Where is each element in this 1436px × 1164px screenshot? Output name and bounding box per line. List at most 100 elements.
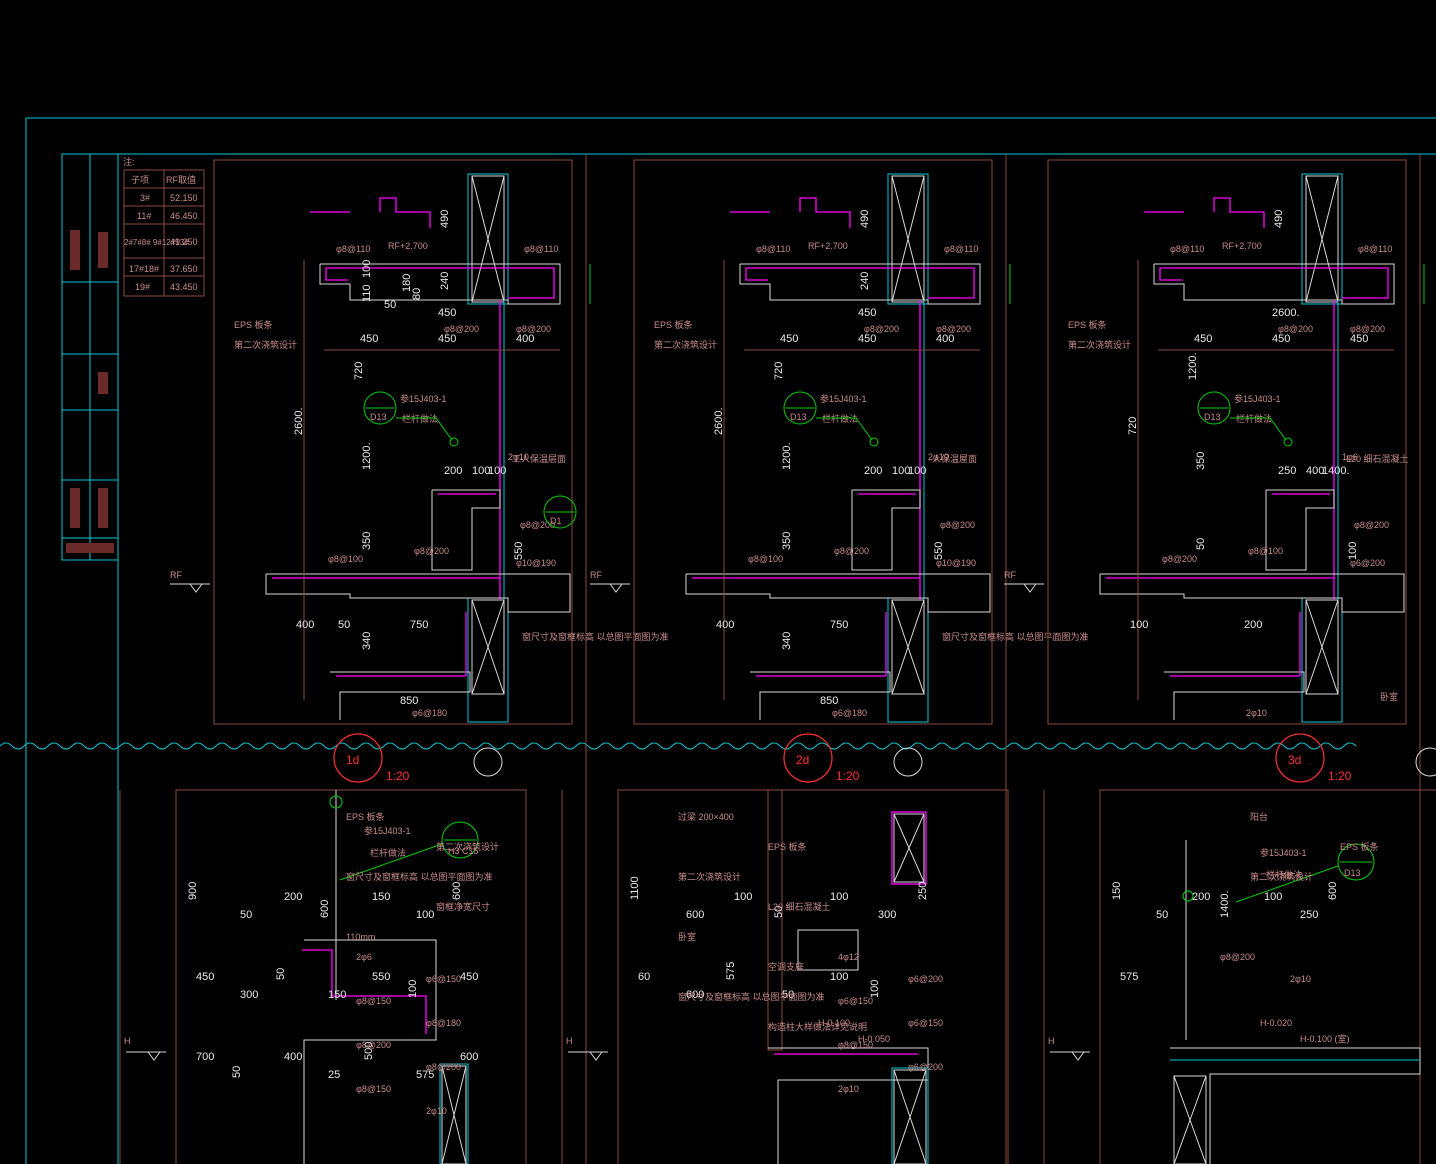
dimension-label: 2600.: [713, 407, 725, 435]
column-cross: [893, 1069, 927, 1164]
detail-frame: [1047, 159, 1407, 725]
rebar-label: φ8@100: [328, 554, 363, 564]
callout-leader: [1235, 865, 1339, 903]
dimension-label: 600: [319, 900, 331, 918]
column-cross: [1305, 175, 1339, 303]
dimension-label: 400: [516, 333, 534, 345]
column-section: [1173, 1075, 1207, 1164]
dimension-label: 450: [858, 307, 876, 319]
lower-beam-outline: [1164, 671, 1305, 720]
parapet-mark: [379, 197, 431, 228]
dimension-label: 490: [859, 210, 871, 228]
dimension-label: 1400.: [1219, 890, 1231, 918]
dimension-label: 575: [725, 962, 737, 980]
dimension-label: 50: [240, 909, 252, 921]
annotation-label: 阳台: [1250, 811, 1268, 822]
wall-section: [767, 789, 783, 1051]
rebar-label: φ6@180: [412, 708, 447, 718]
dimension-label: 1200.: [361, 442, 373, 470]
column-cross: [891, 175, 925, 303]
level-marker: [189, 583, 203, 593]
dimension-label: 850: [400, 695, 418, 707]
rebar-label: φ10@190: [936, 558, 976, 568]
dimension-label: 50: [275, 968, 287, 980]
dimension-label: 1200.: [781, 442, 793, 470]
level-label: RF: [590, 570, 602, 580]
notes-cell: 19#: [135, 282, 150, 292]
rebar-line: [745, 268, 768, 281]
notes-header-subitem: 子项: [131, 175, 149, 185]
rebar-label: φ8@150: [838, 1040, 873, 1050]
notes-cell: 3#: [140, 193, 150, 203]
slab-outline: [265, 573, 571, 613]
dimension-label: 400: [296, 619, 314, 631]
callout-leader: [396, 417, 453, 441]
annotation-label: 窗尺寸及窗框标高 以总图平面图为准: [942, 631, 1089, 642]
dimension-label: 150: [372, 891, 390, 903]
dimension-label: 100: [416, 909, 434, 921]
rebar-label: 1φ6: [1342, 452, 1358, 462]
dimension-label: 400: [936, 333, 954, 345]
notes-cell: 46.450: [170, 211, 198, 221]
dimension-label: 900: [187, 882, 199, 900]
annotation-label: 构造柱大样做法详见说明: [768, 1021, 867, 1032]
callout-anchor: [1283, 437, 1293, 447]
rebar-label: 2φ10: [426, 1106, 447, 1116]
slab-outline: [768, 1047, 929, 1164]
annotation-label: 人保温屋面: [932, 453, 977, 464]
dimension-label: 700: [196, 1051, 214, 1063]
dimension-label: 100: [407, 980, 419, 998]
callout-leader: [816, 417, 873, 441]
callout-text: 栏杆做法: [1266, 869, 1302, 880]
dimension-label: 200: [1192, 891, 1210, 903]
rebar-label: φ6@180: [832, 708, 867, 718]
detail-number-circle: [333, 733, 383, 783]
roof-beam-outline: [319, 263, 561, 305]
rebar-label: φ8@200: [834, 546, 869, 556]
rebar-label: 2φ10: [838, 1084, 859, 1094]
rebar-label: φ8@200: [864, 324, 899, 334]
dimension-label: 50: [384, 299, 396, 311]
column-outline: [439, 1063, 469, 1164]
dimension-label: 250: [1278, 465, 1296, 477]
dimension-label: 600: [460, 1051, 478, 1063]
rebar-label: 4φ12: [838, 952, 859, 962]
rebar-label: φ8@110: [1170, 244, 1204, 254]
annotation-label: 窗尺寸及窗框标高 以总图平面图为准: [522, 631, 669, 642]
dimension-label: 100: [1264, 891, 1282, 903]
dimension-label: 150: [328, 989, 346, 1001]
callout-tag: D13: [790, 412, 807, 422]
callout-tag: D13: [1204, 412, 1221, 422]
dimension-label: 500: [363, 1042, 375, 1060]
detail-number: 3d: [1288, 753, 1301, 767]
annotation-label: EPS 板条: [1340, 841, 1379, 852]
rebar-label: φ8@200: [1350, 324, 1385, 334]
notes-cell: 49.250: [170, 237, 198, 247]
dimension-label: 350: [361, 532, 373, 550]
parapet-mark: [1213, 197, 1265, 228]
detail-panel-bottom-2[interactable]: H11006001005010030025060600575501001004φ…: [561, 789, 1009, 1164]
dimension-label: 340: [781, 632, 793, 650]
level-marker: [589, 1051, 603, 1061]
dimension-label: 350: [781, 532, 793, 550]
detail-panel-bottom-1[interactable]: H900502006001501006004503005015055010045…: [119, 789, 527, 1164]
section-break-line: [0, 742, 1357, 750]
level-marker: [1023, 583, 1037, 593]
detail-number: 2d: [796, 753, 809, 767]
annotation-label: 卧室: [1380, 691, 1398, 702]
level-label: H: [1048, 1036, 1055, 1046]
dimension-label: 600: [451, 882, 463, 900]
level-label: H: [124, 1036, 131, 1046]
dimension-label: 300: [878, 909, 896, 921]
drawing-frame: [25, 117, 1436, 1164]
rebar-label: φ8@150: [356, 1084, 391, 1094]
dimension-label: 750: [830, 619, 848, 631]
rebar-label: 2φ10: [1246, 708, 1267, 718]
dimension-label: 450: [1194, 333, 1212, 345]
dimension-label: 100: [830, 971, 848, 983]
